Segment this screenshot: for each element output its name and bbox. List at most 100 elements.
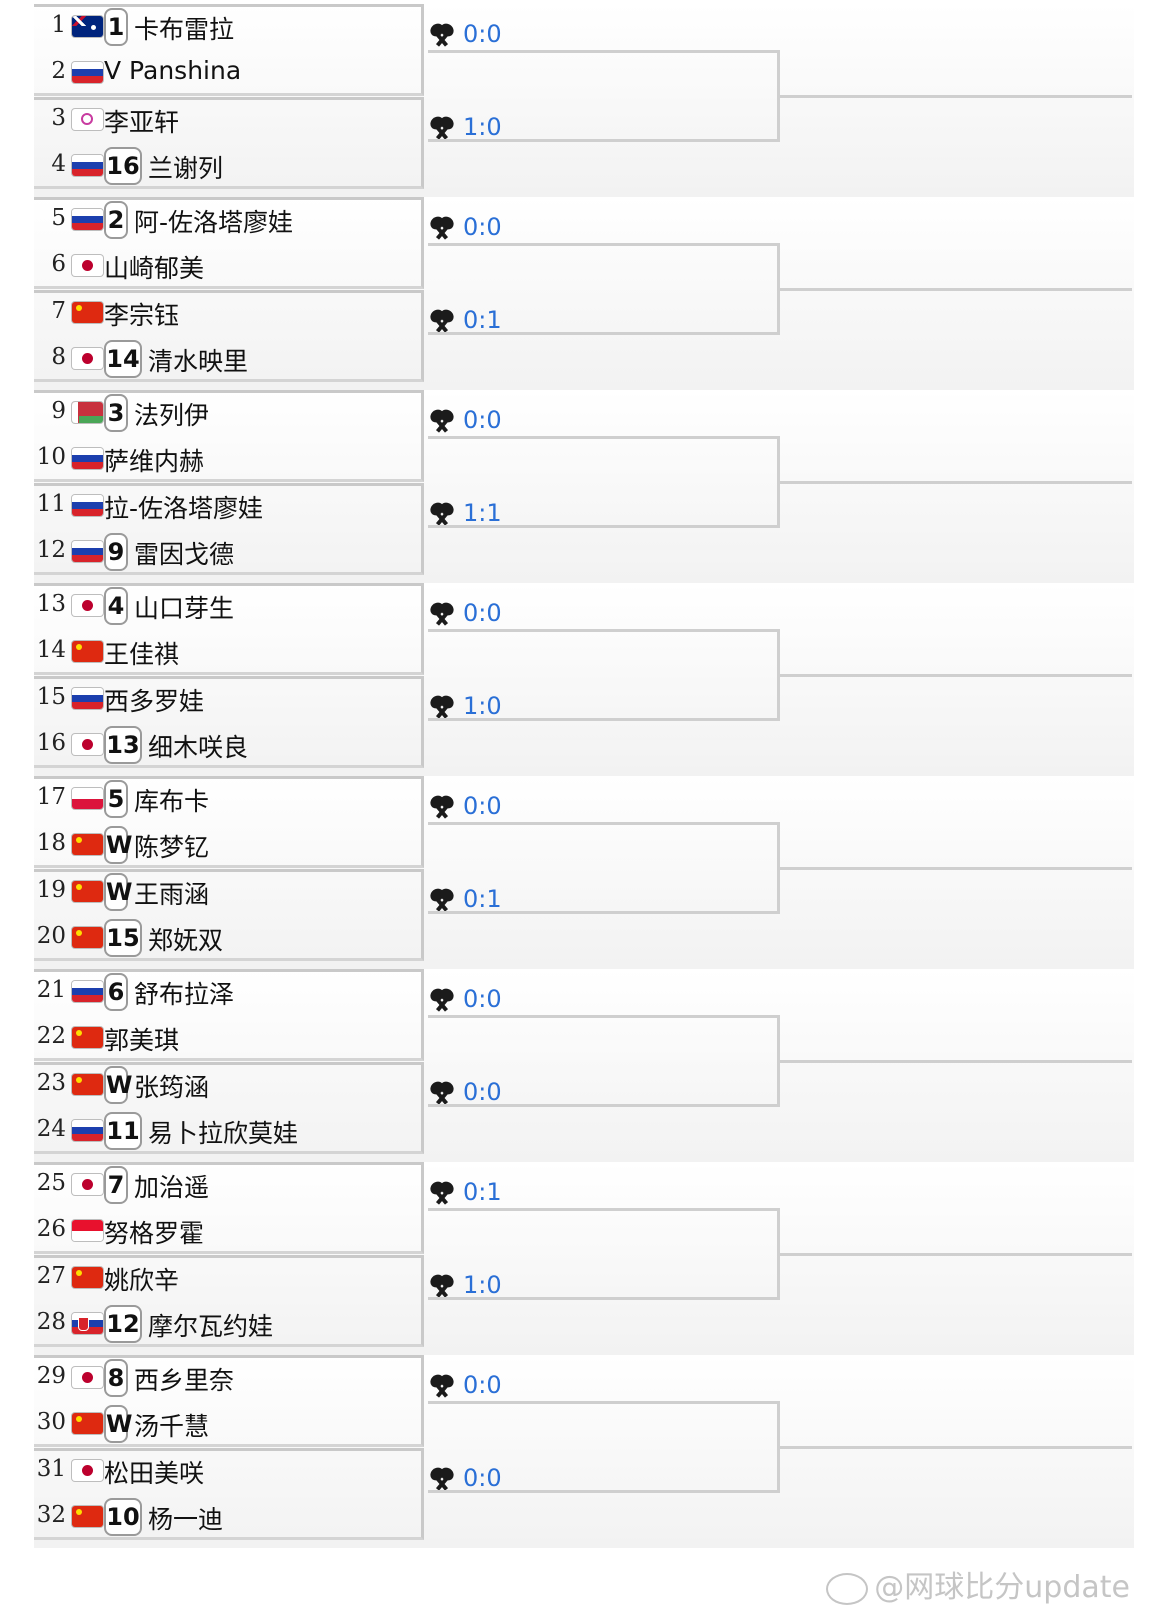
round2-connector [428, 50, 780, 142]
player-name[interactable]: 松田美咲 [104, 1458, 205, 1488]
player-name[interactable]: 杨一迪 [148, 1504, 224, 1534]
player-name[interactable]: 山口芽生 [134, 594, 235, 623]
match-score[interactable]: 0:1 [428, 304, 548, 338]
player-name[interactable]: 萨维内赫 [104, 447, 205, 476]
player-name[interactable]: 库布卡 [134, 787, 210, 816]
player-name[interactable]: 李亚轩 [104, 107, 180, 137]
player-row[interactable]: 2 V Panshina [34, 50, 424, 98]
player-name[interactable]: 王雨涵 [134, 879, 210, 909]
player-name[interactable]: 王佳祺 [104, 640, 180, 669]
match-score[interactable]: 1:1 [428, 497, 548, 531]
player-name[interactable]: 陈梦钇 [134, 833, 210, 862]
flag-rus-icon [72, 687, 103, 709]
player-name[interactable]: 拉-佐洛塔廖娃 [104, 493, 264, 523]
draw-position: 6 [51, 251, 66, 277]
player-name[interactable]: 雷因戈德 [134, 539, 235, 569]
bracket-section [34, 390, 1134, 583]
round3-line [780, 1446, 1132, 1449]
seed-badge: 11 [104, 1111, 142, 1150]
draw-position: 2 [51, 58, 66, 84]
match-score[interactable]: 0:0 [428, 404, 548, 438]
flag-chn-icon [72, 641, 103, 662]
player-name[interactable]: 西多罗娃 [104, 686, 205, 716]
flag-rus-icon [72, 540, 103, 562]
player-name[interactable]: 汤千慧 [134, 1412, 210, 1441]
match-box [34, 1355, 424, 1447]
match-score[interactable]: 0:0 [428, 1462, 548, 1496]
player-name[interactable]: 山崎郁美 [104, 254, 205, 283]
flag-rus-icon [72, 209, 103, 230]
player-name[interactable]: V Panshina [104, 56, 242, 85]
match-score[interactable]: 0:0 [428, 1369, 548, 1403]
match-score[interactable]: 0:1 [428, 883, 548, 917]
draw-position: 30 [36, 1409, 66, 1435]
draw-position: 11 [36, 490, 66, 517]
player-name[interactable]: 郭美琪 [104, 1026, 180, 1055]
player-name[interactable]: 法列伊 [134, 401, 210, 430]
match-score[interactable]: 0:1 [428, 1176, 548, 1210]
player-name[interactable]: 卡布雷拉 [134, 15, 235, 44]
player-row[interactable]: 11 拉-佐洛塔廖娃 [34, 483, 424, 531]
player-row[interactable]: 27 姚欣辛 [34, 1255, 424, 1303]
match-score[interactable]: 1:0 [428, 111, 548, 145]
match-score[interactable]: 0:0 [428, 18, 548, 52]
watermark-text: @网球比分update [874, 1570, 1130, 1605]
player-name[interactable]: 加治遥 [134, 1173, 210, 1202]
match-score[interactable]: 1:0 [428, 690, 548, 724]
match-score[interactable]: 0:0 [428, 1076, 548, 1110]
seed-badge: W [104, 872, 132, 911]
player-name[interactable]: 努格罗霍 [104, 1219, 205, 1248]
match-score[interactable]: 0:0 [428, 597, 548, 631]
draw-position: 13 [36, 591, 66, 617]
player-name[interactable]: 兰谢列 [148, 153, 224, 183]
draw-position: 27 [36, 1262, 66, 1289]
player-name[interactable]: 摩尔瓦约娃 [148, 1311, 274, 1341]
match-score[interactable]: 0:0 [428, 790, 548, 824]
player-name[interactable]: 李宗钰 [104, 300, 180, 330]
player-name[interactable]: 张筠涵 [134, 1072, 210, 1102]
draw-position: 16 [36, 729, 66, 756]
match-score[interactable]: 1:0 [428, 1269, 548, 1303]
bracket-section [34, 776, 1134, 969]
player-name[interactable]: 阿-佐洛塔廖娃 [134, 208, 294, 237]
player-name[interactable]: 舒布拉泽 [134, 980, 235, 1009]
seed-badge: W [104, 1405, 132, 1443]
match-score[interactable]: 0:0 [428, 983, 548, 1017]
match-score[interactable]: 0:0 [428, 211, 548, 245]
player-name[interactable]: 清水映里 [148, 346, 249, 376]
player-name[interactable]: 易卜拉欣莫娃 [148, 1118, 299, 1148]
player-name[interactable]: 郑妩双 [148, 925, 224, 955]
player-name[interactable]: 姚欣辛 [104, 1265, 180, 1295]
player-name[interactable]: 细木咲良 [148, 732, 249, 762]
player-name[interactable]: 西乡里奈 [134, 1366, 235, 1395]
player-row[interactable]: 6 山崎郁美 [34, 243, 424, 291]
